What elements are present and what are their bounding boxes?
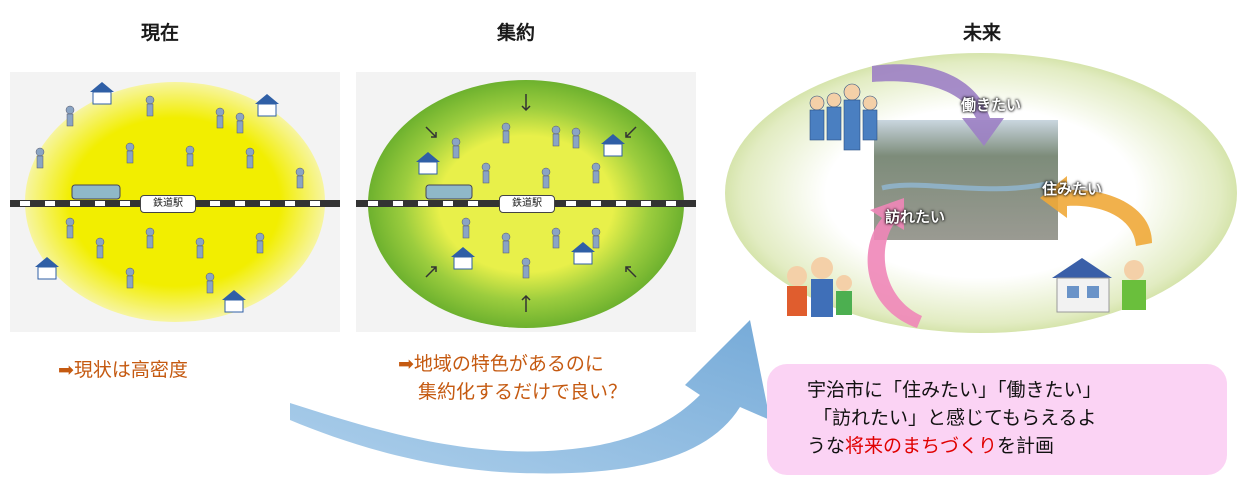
heading-current: 現在 [140,22,179,44]
future-plan-line3-pre: うな [807,435,846,457]
station-label: 鉄道駅 [499,195,555,213]
consolidation-note-line1: ➡地域の特色があるのに [398,353,604,375]
station-label: 鉄道駅 [140,195,196,213]
consolidation-panel: 鉄道駅 [356,72,696,332]
big-curved-arrow [290,320,770,474]
live-arrow [1040,176,1152,246]
house-resident-icon [1052,258,1146,313]
future-plan-line3: うな将来のまちづくりを計画 [807,432,1227,460]
future-plan-line2: 「訪れたい」と感じてもらえるよ [813,407,1097,429]
live-label: 住みたい [1042,180,1103,198]
workers-icon [809,83,878,151]
visit-arrow [867,198,922,328]
consolidation-note-line2: 集約化するだけで良い？ [418,381,628,403]
future-plan-highlight: 将来のまちづくり [845,435,998,457]
heading-consolidation: 集約 [496,22,535,44]
city-photo [874,120,1058,240]
future-plan-line3-post: を計画 [997,435,1055,457]
work-label: 働きたい [961,96,1022,114]
heading-future: 未来 [962,22,1001,44]
future-plan-line1: 宇治市に「住みたい」「働きたい」 [807,379,1102,401]
family-icon [787,257,852,317]
current-density-panel: 鉄道駅 [10,72,340,332]
future-plan-box: 宇治市に「住みたい」「働きたい」 「訪れたい」と感じてもらえるよ うな将来のまち… [767,364,1227,475]
current-note: ➡現状は高密度 [58,359,188,381]
work-arrow [872,64,1004,146]
future-vision-panel [725,53,1237,333]
visit-label: 訪れたい [885,208,946,226]
